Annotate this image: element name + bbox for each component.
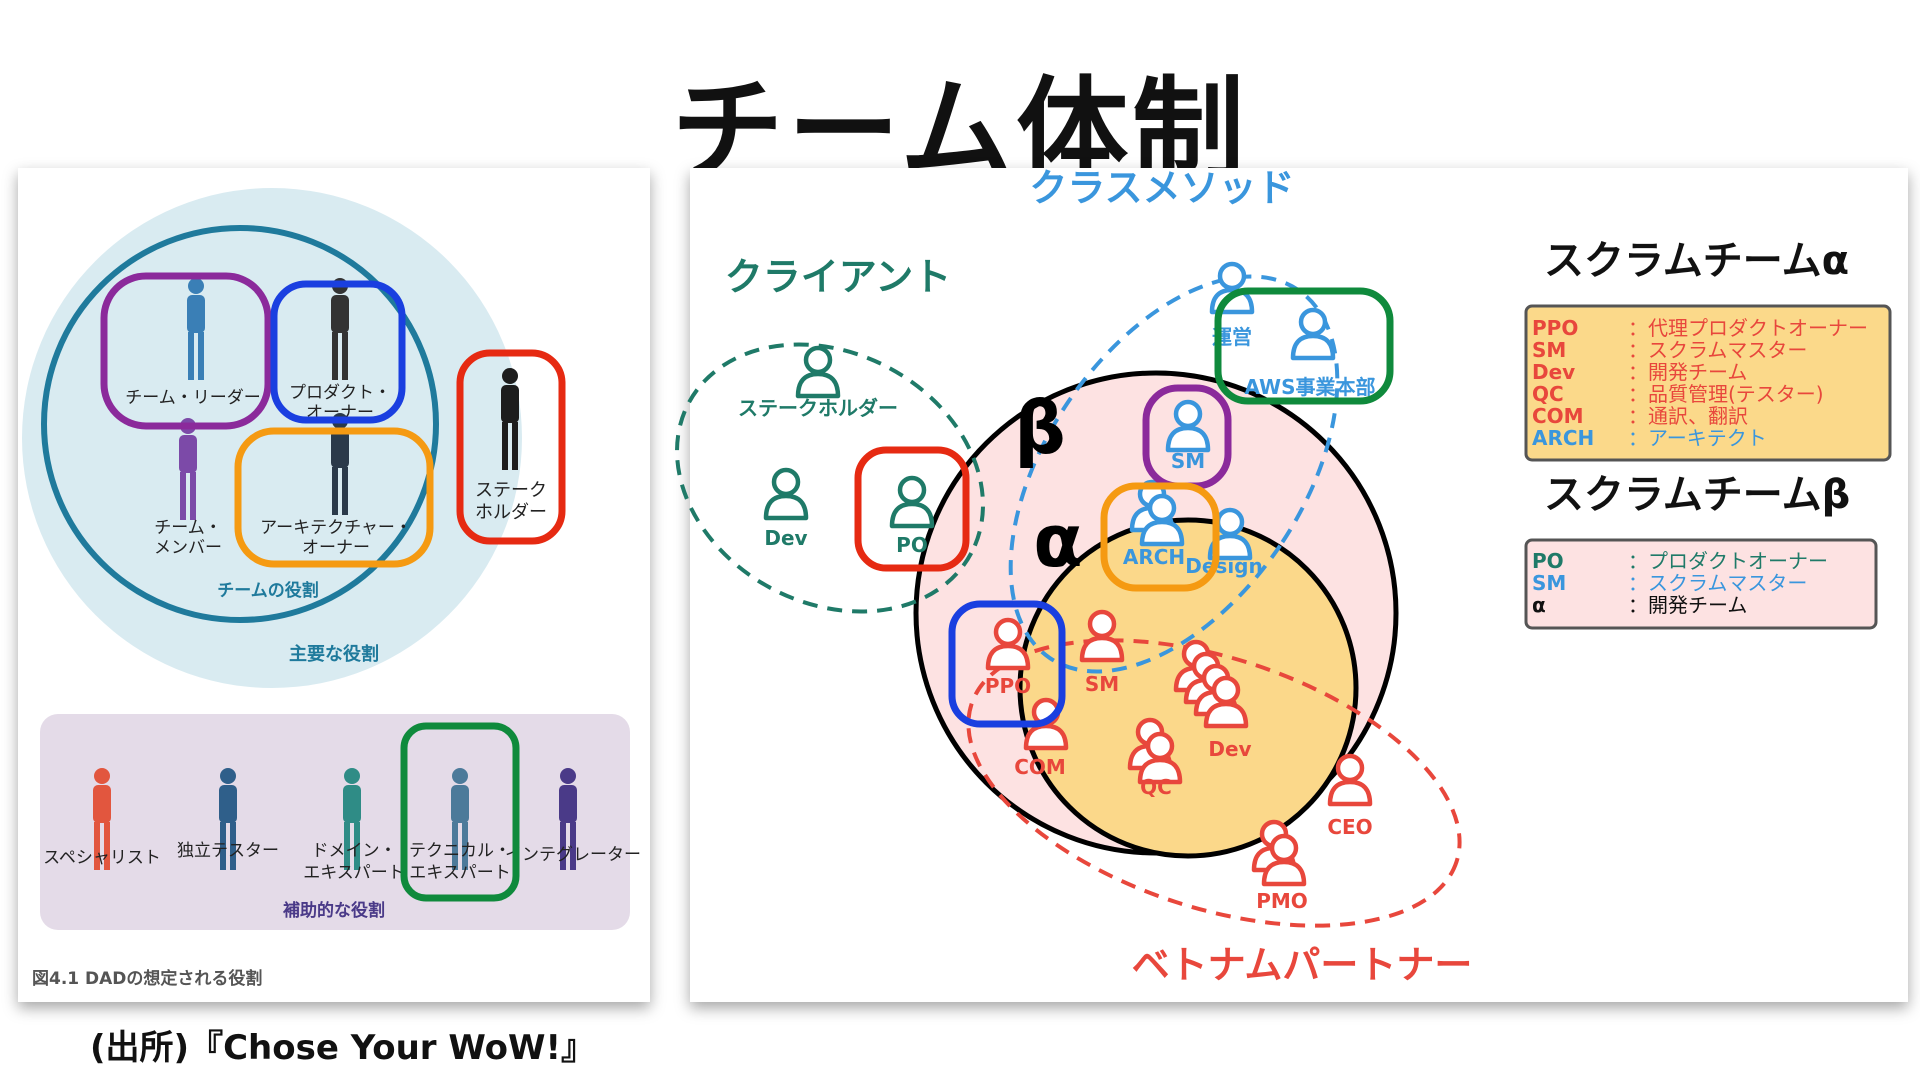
team-structure-panel: クラスメソッド クライアント ベトナムパートナー β α ステークホルダー De… [675,166,1908,1002]
legend-alpha-code-arch: ARCH [1532,426,1594,450]
dev-client-label: Dev [764,526,807,550]
client-label: クライアント [725,255,951,299]
stakeholder-person-label: ステークホルダー [738,396,898,420]
sm-vietnam-label: SM [1085,672,1119,696]
specialist-label: スペシャリスト [43,848,161,868]
pmo-icon [1254,822,1304,884]
integrator-label: インテグレーター [505,845,641,865]
alpha-symbol: α [1033,499,1082,583]
tester-label: 独立テスター [177,841,279,861]
team-member-label-1: チーム・ [154,518,222,538]
legend-alpha-code-ppo: PPO [1532,316,1578,340]
legend-beta-title: スクラムチームβ [1544,472,1850,518]
po-label: PO [896,533,928,557]
legend-alpha-desc-arch: ：アーキテクト [1628,426,1767,450]
legend-alpha-desc-ppo: ：代理プロダクトオーナー [1628,316,1868,340]
highlight-tech-expert [400,722,520,902]
aws-label: AWS事業本部 [1244,375,1375,399]
team-lead-label: チーム・リーダー [125,388,261,408]
client-group-boundary [675,342,985,614]
supporting-roles-label: 補助的な役割 [282,900,385,921]
sm-classmethod-label: SM [1171,449,1205,473]
legend-alpha-desc-qc: ：品質管理(テスター) [1628,382,1824,406]
arch-label: ARCH [1123,545,1185,569]
domain-expert-label-1: ドメイン・ [312,841,397,861]
team-roles-label: チームの役割 [217,580,319,601]
team-structure-diagram: クラスメソッド クライアント ベトナムパートナー β α ステークホルダー De… [675,166,1892,987]
qc-label: QC [1140,775,1172,799]
legend-alpha-title: スクラムチームα [1544,238,1849,284]
supporting-roles-area [40,714,630,930]
legend-alpha-code-com: COM [1532,404,1584,428]
legend-alpha-code-sm: SM [1532,338,1566,362]
legend-beta-desc-sm: ：スクラムマスター [1628,571,1807,595]
highlight-arch [1100,482,1220,592]
highlight-aws [1214,287,1394,405]
legend-beta-code-sm: SM [1532,571,1566,595]
legend-alpha-code-qc: QC [1532,382,1564,406]
legend-alpha-code-dev: Dev [1532,360,1575,384]
legend-beta-box [1524,538,1878,630]
dad-roles-diagram: チーム・リーダー プロダクト・ オーナー チーム・ メンバー アーキテクチャー・… [22,188,641,989]
team-roles-circle [41,225,439,623]
classmethod-label: クラスメソッド [1029,166,1294,210]
architecture-owner-label-1: アーキテクチャー・ [260,518,412,538]
architecture-owner-label-2: オーナー [302,538,370,558]
beta-symbol: β [1014,386,1066,470]
team-member-label-2: メンバー [154,538,222,558]
highlight-architecture-owner [234,427,434,568]
highlight-ppo [948,600,1066,728]
tech-expert-label-2: エキスパート [409,863,511,883]
ppo-label: PPO [985,674,1031,698]
highlight-team-lead [100,272,272,430]
product-owner-label-1: プロダクト・ [289,383,391,403]
legend-alpha-desc-dev: ：開発チーム [1628,360,1747,384]
dad-roles-panel: チーム・リーダー プロダクト・ オーナー チーム・ メンバー アーキテクチャー・… [18,168,650,1002]
tech-expert-label-1: テクニカル・ [409,841,511,861]
domain-expert-label-2: エキスパート [303,863,405,883]
stakeholder-icon [798,348,838,396]
aws-icon [1293,310,1333,358]
pmo-label: PMO [1256,889,1308,913]
legend-beta-desc-po: ：プロダクトオーナー [1628,549,1828,573]
ceo-label: CEO [1327,815,1372,839]
highlight-stakeholder [456,349,566,545]
legend-beta-desc-alpha: ：開発チーム [1628,593,1747,617]
highlight-po [854,446,970,572]
design-label: Design [1185,554,1262,578]
legend-beta-code-po: PO [1532,549,1564,573]
legend-alpha-box [1524,304,1892,462]
stakeholder-label-2: ホルダー [475,502,547,523]
primary-roles-area [22,188,522,688]
highlight-product-owner [270,280,406,424]
legend-beta-code-alpha: α [1532,593,1546,617]
legend-alpha-desc-sm: ：スクラムマスター [1628,338,1807,362]
com-label: COM [1014,755,1066,779]
vietnam-group-boundary [966,638,1462,928]
primary-roles-label: 主要な役割 [289,643,379,665]
vietnam-partner-label: ベトナムパートナー [1132,943,1473,987]
stakeholder-label-1: ステーク [475,480,547,501]
dev-vietnam-label: Dev [1208,737,1251,761]
po-icon [892,478,932,526]
source-note: (出所)『Chose Your WoW!』 [90,1028,596,1068]
dev-client-icon [766,470,806,518]
figure-caption: 図4.1 DADの想定される役割 [32,968,262,989]
legend-alpha-desc-com: ：通訳、翻訳 [1628,404,1748,428]
